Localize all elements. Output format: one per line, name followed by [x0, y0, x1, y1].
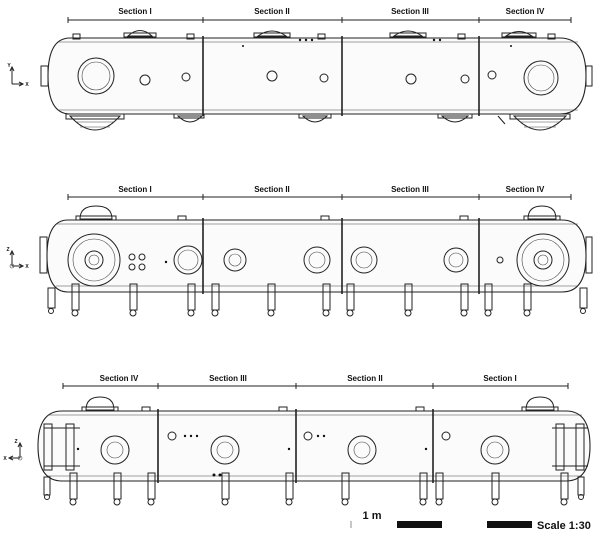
top-tank-body	[47, 37, 587, 115]
front-hatch-right	[516, 233, 570, 287]
top-port-right	[523, 60, 559, 96]
rear-tank-body	[37, 410, 591, 482]
top-port-left	[77, 57, 115, 95]
front-section-2-label: Section II	[254, 185, 290, 194]
rear-section-markers	[62, 383, 569, 389]
scale-bar: 1 m Scale 1:30	[350, 510, 591, 532]
top-section-markers	[67, 17, 572, 23]
svg-text:X: X	[3, 456, 7, 462]
top-axis-indicator: Y X	[7, 63, 29, 88]
top-section-3-label: Section III	[391, 7, 429, 16]
scale-unit-label: 1 m	[363, 510, 382, 522]
svg-text:Y: Y	[7, 63, 11, 69]
front-section-markers	[67, 194, 572, 200]
front-section-4-label: Section IV	[506, 185, 545, 194]
rear-view: Section IV Section III Section II Sectio…	[3, 374, 591, 506]
scale-bar-segment-1	[397, 521, 442, 528]
front-section-1-label: Section I	[118, 185, 151, 194]
svg-text:X: X	[25, 264, 29, 270]
top-view: Section I Section II Section III Section…	[7, 7, 593, 131]
rear-section-3-label: Section III	[209, 374, 247, 383]
front-axis-indicator: Z X	[6, 247, 29, 270]
rear-section-2-label: Section II	[347, 374, 383, 383]
front-tank-body	[46, 219, 587, 293]
rear-wheels	[44, 494, 584, 506]
svg-text:Z: Z	[14, 439, 17, 445]
rear-section-4-label: Section IV	[100, 374, 139, 383]
top-section-4-label: Section IV	[506, 7, 545, 16]
rear-section-1-label: Section I	[483, 374, 516, 383]
top-section-2-label: Section II	[254, 7, 290, 16]
front-section-3-label: Section III	[391, 185, 429, 194]
front-view: Section I Section II Section III Section…	[6, 185, 593, 317]
rear-axis-indicator: Z X	[3, 439, 23, 462]
front-hatch-left	[67, 233, 121, 287]
scale-bar-segment-2	[487, 521, 532, 528]
top-section-1-label: Section I	[118, 7, 151, 16]
scale-ratio-label: Scale 1:30	[537, 520, 591, 532]
front-wheels	[48, 308, 586, 317]
svg-text:Z: Z	[6, 247, 9, 253]
svg-text:X: X	[25, 82, 29, 88]
